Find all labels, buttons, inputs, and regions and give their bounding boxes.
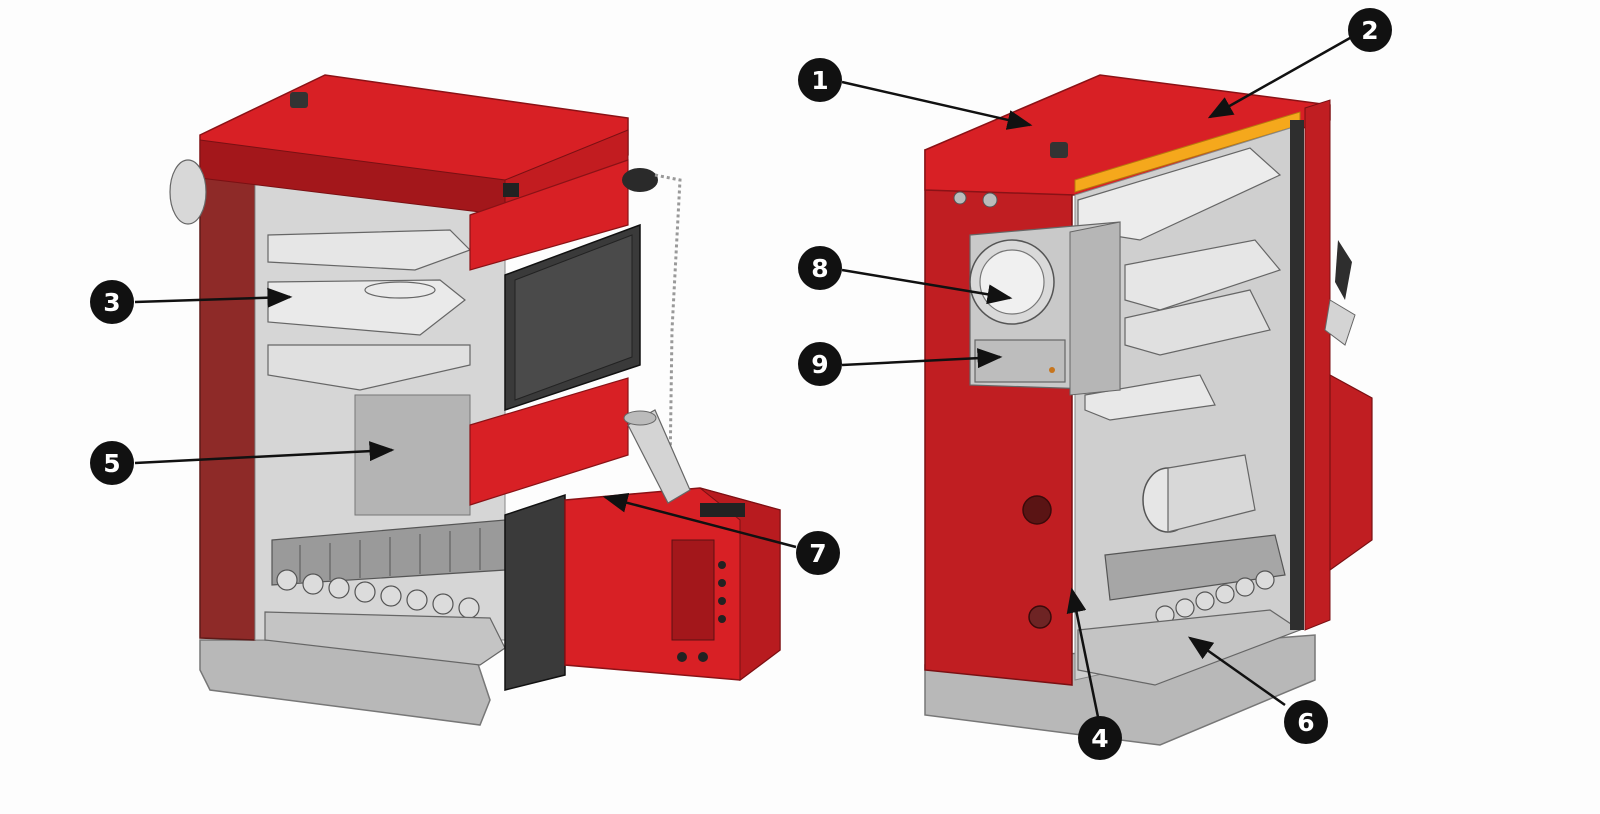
water-port [1022, 495, 1052, 525]
ash-tray [264, 611, 506, 666]
flue-pipe [169, 159, 207, 225]
burner-tube [1167, 454, 1256, 533]
baffle-plate [1124, 289, 1271, 356]
callout-number: 6 [1297, 708, 1314, 737]
hatch-screw [1049, 367, 1055, 373]
burner-buttons [677, 561, 726, 662]
callout-number: 2 [1361, 16, 1378, 45]
leader-lines [134, 36, 1351, 718]
connector [982, 192, 998, 208]
callout-4: 4 [1078, 716, 1122, 760]
upper-door-inner [514, 234, 633, 401]
control-box [503, 183, 519, 197]
callout-7: 7 [796, 531, 840, 575]
baffle-plate [267, 344, 471, 391]
callout-3: 3 [90, 280, 134, 324]
callout-9: 9 [798, 342, 842, 386]
grate-bars [299, 528, 481, 582]
connector [953, 191, 967, 205]
door-handle [1335, 240, 1352, 300]
callout-number: 3 [103, 288, 120, 317]
callout-5: 5 [90, 441, 134, 485]
leader-line-3 [134, 287, 293, 308]
front-panel [469, 159, 629, 271]
combustion-chamber-wall [354, 394, 471, 516]
flue-opening [364, 281, 436, 299]
callout-1: 1 [798, 58, 842, 102]
flue-pipe [1324, 299, 1356, 346]
door-frame [1290, 120, 1304, 630]
leader-line-6 [1187, 636, 1286, 707]
callout-6: 6 [1284, 700, 1328, 744]
burner-panel [671, 539, 715, 641]
regulator-knob [622, 168, 658, 192]
burner-display [700, 503, 745, 517]
callout-number: 7 [809, 539, 826, 568]
top-nozzle [1050, 142, 1068, 158]
leader-line-7 [602, 493, 797, 549]
leader-line-1 [841, 80, 1033, 130]
baffle-plate [1124, 239, 1282, 311]
connection-box-side [1069, 221, 1121, 396]
grate [1104, 534, 1286, 601]
boiler-right-cutaway [924, 74, 1373, 746]
boiler-left-with-pellet-burner [169, 74, 781, 726]
water-tubes [1155, 570, 1275, 625]
callout-2: 2 [1348, 8, 1392, 52]
water-tubes [276, 569, 480, 619]
callout-number: 4 [1091, 724, 1108, 753]
leader-line-8 [841, 268, 1013, 305]
callout-number: 8 [811, 254, 828, 283]
leader-line-5 [134, 441, 395, 465]
top-nozzle [290, 92, 308, 108]
callout-number: 1 [811, 66, 828, 95]
baffle-plate [1084, 374, 1216, 421]
callout-number: 5 [103, 449, 120, 478]
feed-pipe-opening [623, 410, 657, 426]
baffle-plate [267, 229, 472, 271]
baffle-plate [1077, 147, 1282, 241]
leader-line-4 [1066, 587, 1100, 718]
callout-number: 9 [811, 350, 828, 379]
flue-outlet [979, 249, 1045, 315]
baffle-plate [267, 279, 466, 336]
drain-port [1028, 605, 1052, 629]
cleaning-hatch [974, 339, 1066, 383]
leader-line-2 [1207, 36, 1351, 119]
middle-panel [469, 377, 629, 506]
pellet-burner [1329, 373, 1373, 572]
regulator-chain [654, 173, 682, 471]
front-panel-edge [1304, 99, 1331, 631]
callout-8: 8 [798, 246, 842, 290]
lower-door [504, 493, 566, 691]
side-panel [199, 174, 256, 641]
leader-line-9 [841, 348, 1003, 369]
